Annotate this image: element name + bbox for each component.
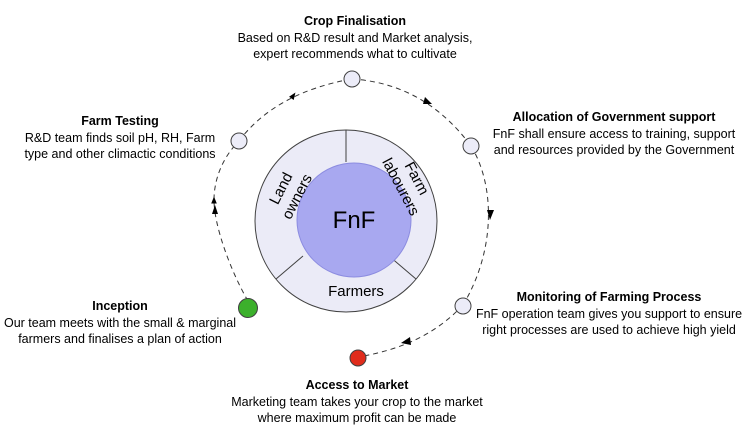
arrow-bottom-right bbox=[401, 337, 411, 345]
center-circle bbox=[296, 162, 412, 278]
step-nodes bbox=[230, 70, 480, 367]
arrow-right-down bbox=[487, 210, 494, 220]
step-description: FnF shall ensure access to training, sup… bbox=[492, 126, 736, 158]
node-allocation bbox=[462, 137, 480, 155]
center-ring: FnF Land owners Farm labourers Farmers bbox=[254, 129, 438, 313]
node-monitoring bbox=[454, 297, 472, 315]
step-description: FnF operation team gives you support to … bbox=[475, 306, 743, 338]
step-description: Our team meets with the small & marginal… bbox=[3, 315, 237, 347]
step-title: Crop Finalisation bbox=[303, 14, 407, 28]
step-title: Farm Testing bbox=[81, 114, 159, 128]
arrow-top-left bbox=[289, 92, 296, 100]
node-market bbox=[349, 349, 367, 367]
step-description: Marketing team takes your crop to the ma… bbox=[231, 394, 483, 426]
step-title: Access to Market bbox=[305, 378, 409, 392]
step-crop-finalisation: Crop Finalisation Based on R&D result an… bbox=[220, 13, 490, 63]
step-description: R&D team finds soil pH, RH, Farm type an… bbox=[24, 130, 216, 162]
connector-inception-to-testing bbox=[211, 140, 249, 302]
arrow-up-left bbox=[212, 205, 218, 214]
node-crop-finalisation bbox=[343, 70, 361, 88]
segment-label-farmers: Farmers bbox=[328, 283, 384, 300]
step-description: Based on R&D result and Market analysis,… bbox=[237, 30, 473, 62]
step-monitoring: Monitoring of Farming Process FnF operat… bbox=[468, 289, 750, 339]
step-inception: Inception Our team meets with the small … bbox=[0, 298, 240, 348]
step-title: Monitoring of Farming Process bbox=[516, 290, 702, 304]
step-title: Inception bbox=[92, 299, 148, 313]
connector-testing-to-crop bbox=[238, 78, 353, 142]
cycle-path bbox=[211, 78, 489, 358]
arrowheads bbox=[212, 92, 494, 345]
node-inception bbox=[238, 298, 258, 318]
segment-divider-left bbox=[275, 255, 304, 280]
node-farm-testing bbox=[230, 132, 248, 150]
arrow-top-right bbox=[423, 97, 432, 104]
step-market: Access to Market Marketing team takes yo… bbox=[212, 377, 502, 427]
connector-allocation-to-monitoring bbox=[462, 145, 489, 306]
center-label: FnF bbox=[333, 207, 376, 234]
step-title: Allocation of Government support bbox=[512, 110, 716, 124]
step-allocation: Allocation of Government support FnF sha… bbox=[478, 109, 750, 159]
connector-monitoring-to-market bbox=[357, 304, 464, 358]
step-farm-testing: Farm Testing R&D team finds soil pH, RH,… bbox=[10, 113, 230, 163]
segment-label-land-owners: Land owners bbox=[266, 170, 316, 222]
